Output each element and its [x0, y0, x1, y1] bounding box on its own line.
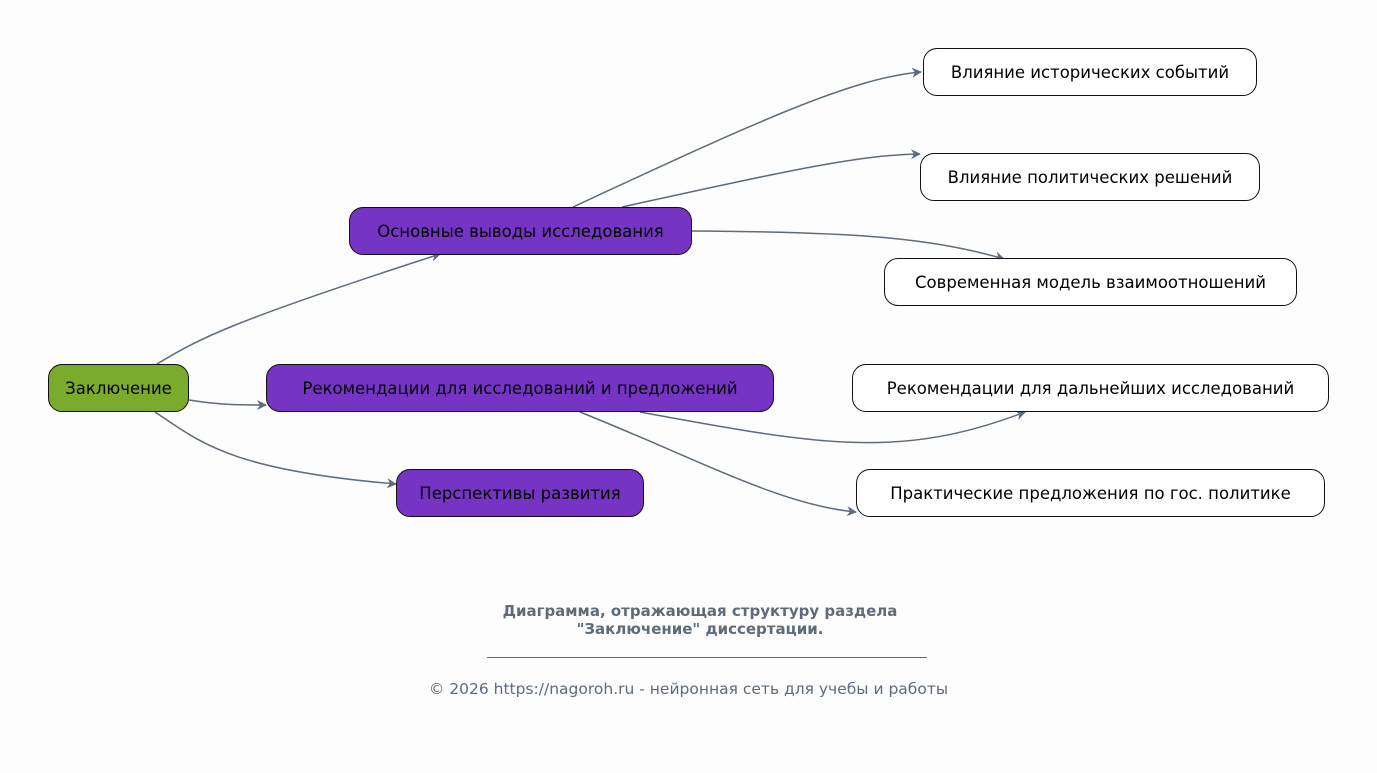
edge-findings-to-model	[691, 230, 1005, 262]
node-recommendations: Рекомендации для исследований и предложе…	[266, 364, 774, 412]
diagram-caption: Диаграмма, отражающая структуру раздела …	[440, 602, 960, 638]
node-practical-proposals: Практические предложения по гос. политик…	[856, 469, 1325, 517]
caption-line-1: Диаграмма, отражающая структуру раздела	[502, 602, 898, 620]
node-main-findings: Основные выводы исследования	[349, 207, 692, 255]
node-perspectives: Перспективы развития	[396, 469, 644, 517]
edge-root-to-perspectives	[154, 411, 397, 489]
edge-recommendations-to-further	[639, 410, 1026, 444]
caption-line-2: "Заключение" диссертации.	[576, 620, 824, 638]
footer-copyright: © 2026 https://nagoroh.ru - нейронная се…	[428, 680, 949, 698]
edge-root-to-recommendations	[188, 399, 267, 410]
node-further-research: Рекомендации для дальнейших исследований	[852, 364, 1329, 412]
node-historical-events: Влияние исторических событий	[923, 48, 1257, 96]
node-modern-model: Современная модель взаимоотношений	[884, 258, 1297, 306]
edge-recommendations-to-practical	[579, 411, 857, 517]
caption-divider	[487, 657, 927, 658]
edge-root-to-findings	[156, 252, 441, 365]
edge-findings-to-political	[621, 149, 921, 208]
edge-findings-to-historical	[572, 67, 922, 208]
node-political-decisions: Влияние политических решений	[920, 153, 1260, 201]
node-root: Заключение	[48, 364, 189, 412]
